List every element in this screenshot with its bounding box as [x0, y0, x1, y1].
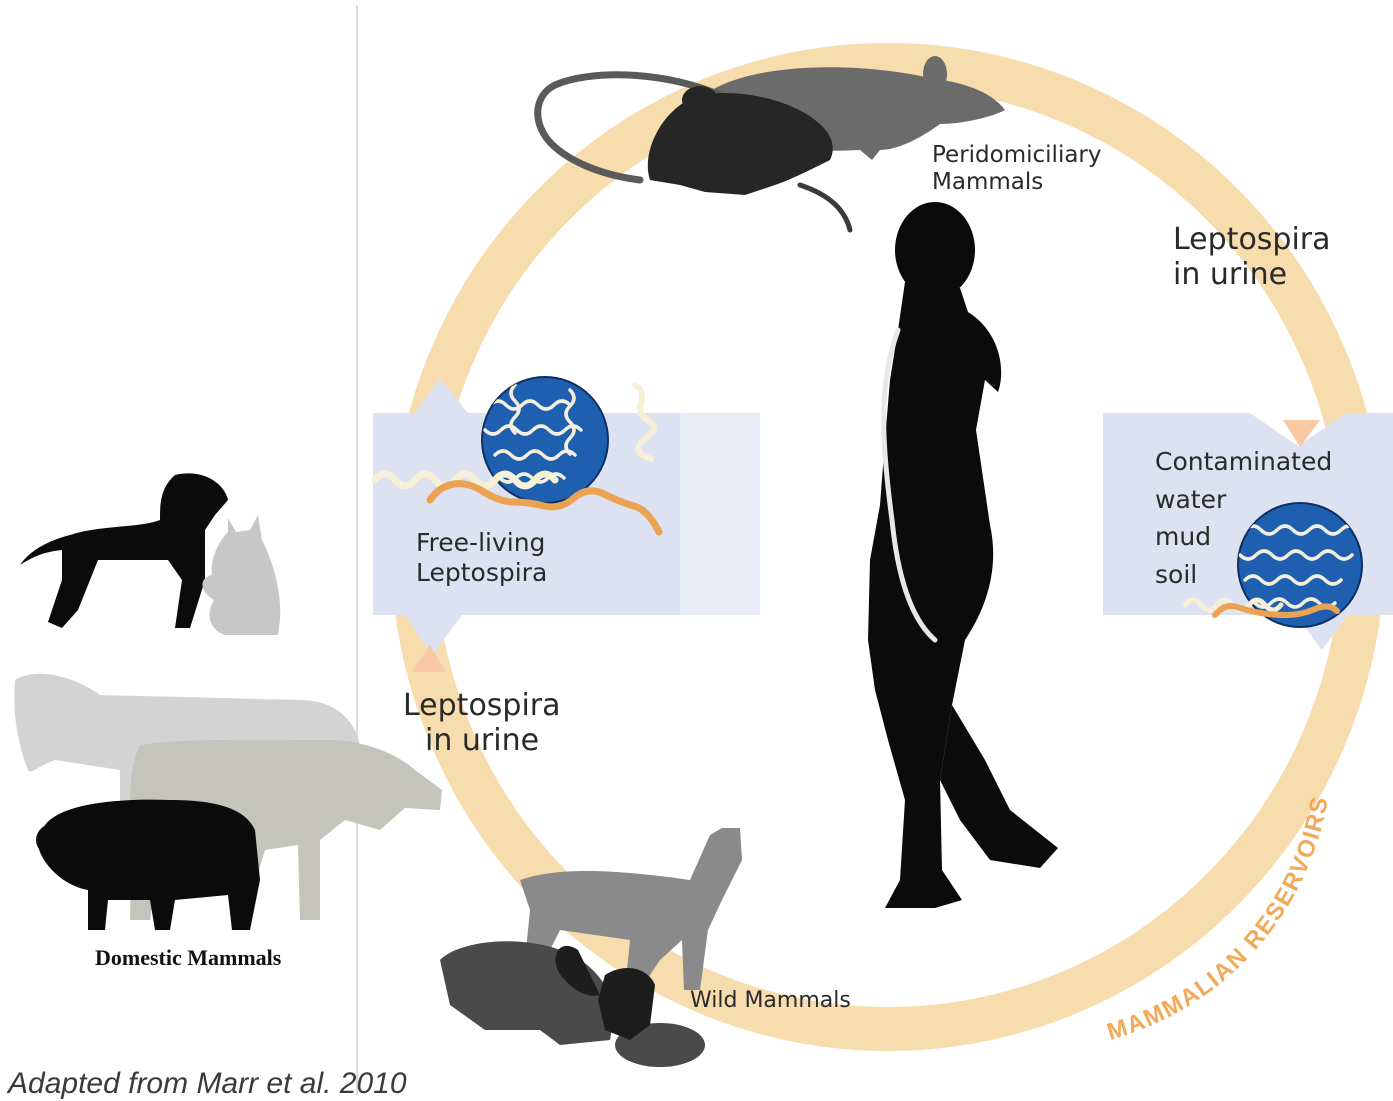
- urine-left-line-1: Leptospira: [403, 688, 561, 723]
- cat-icon: [202, 515, 280, 635]
- peridomiciliary-line-1: Peridomiciliary: [932, 142, 1102, 169]
- contaminated-line-3: mud: [1155, 518, 1332, 556]
- free-living-line-2: Leptospira: [416, 558, 547, 588]
- wild-mammals-label: Wild Mammals: [690, 988, 851, 1014]
- contaminated-label: Contaminated water mud soil: [1155, 443, 1332, 593]
- free-living-label: Free-living Leptospira: [416, 528, 547, 587]
- free-living-line-1: Free-living: [416, 528, 547, 558]
- contaminated-line-1: Contaminated: [1155, 443, 1332, 481]
- domestic-mammals-label: Domestic Mammals: [95, 945, 281, 971]
- human-silhouette-icon: [868, 202, 1058, 908]
- peridomiciliary-label: Peridomiciliary Mammals: [932, 142, 1102, 196]
- urine-left-line-2: in urine: [403, 723, 561, 758]
- citation-text: Adapted from Marr et al. 2010: [8, 1066, 407, 1101]
- contaminated-line-4: soil: [1155, 556, 1332, 594]
- urine-top-line-2: in urine: [1173, 257, 1331, 292]
- peridomiciliary-line-2: Mammals: [932, 169, 1102, 196]
- urine-top-line-1: Leptospira: [1173, 222, 1331, 257]
- urine-label-top: Leptospira in urine: [1173, 222, 1331, 293]
- urine-label-left: Leptospira in urine: [403, 688, 561, 759]
- contaminated-line-2: water: [1155, 481, 1332, 519]
- dog-icon: [20, 473, 228, 628]
